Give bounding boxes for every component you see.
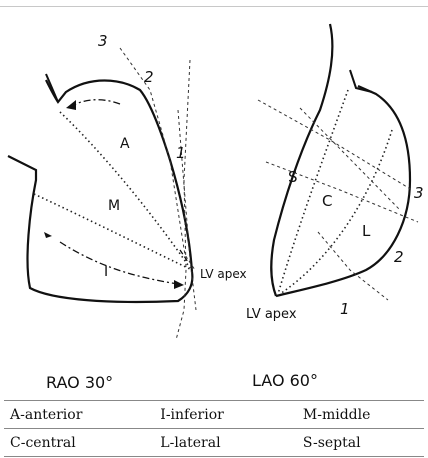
lao-valve-stub — [350, 70, 372, 92]
rao-view — [8, 48, 196, 340]
rao-aorta-stub — [46, 74, 58, 102]
legend-cell-central: C-central — [4, 429, 154, 457]
rao-arrowhead-inferior — [174, 280, 184, 289]
rao-arrow-inferior — [60, 242, 178, 284]
rao-segment-3: 3 — [98, 32, 108, 50]
legend-cell-septal: S-septal — [297, 429, 424, 457]
legend-cell-anterior: A-anterior — [4, 401, 154, 429]
lao-region-s: S — [288, 168, 298, 186]
rao-segment-2: 2 — [144, 68, 154, 86]
lao-dotted-lateral — [280, 130, 392, 294]
lao-lateral-wall — [276, 86, 410, 296]
legend-row: A-anterior I-inferior M-middle — [4, 401, 424, 429]
lao-dashed-line-1 — [258, 100, 412, 190]
rao-region-a: A — [120, 136, 130, 152]
rao-arrow-anterior — [72, 100, 120, 106]
rao-ventricle-outline — [8, 80, 192, 302]
rao-caption: RAO 30° — [46, 373, 113, 392]
rao-arrowhead-anterior — [66, 100, 76, 110]
lao-region-c: C — [322, 192, 332, 210]
legend-cell-middle: M-middle — [297, 401, 424, 429]
lao-segment-3: 3 — [414, 184, 424, 202]
lao-caption: LAO 60° — [252, 371, 318, 390]
legend-row: C-central L-lateral S-septal — [4, 429, 424, 457]
legend-cell-lateral: L-lateral — [154, 429, 297, 457]
rao-apex-label: LV apex — [200, 267, 247, 281]
lao-apex-label: LV apex — [246, 307, 297, 322]
lao-septal-wall — [271, 24, 332, 296]
legend-cell-inferior: I-inferior — [154, 401, 297, 429]
lao-region-l: L — [362, 222, 371, 240]
lao-dashed-line-4 — [318, 232, 388, 300]
legend-table: A-anterior I-inferior M-middle C-central… — [4, 400, 424, 457]
rao-region-m: M — [108, 198, 120, 214]
diagram-canvas: 3 2 1 A M I LV apex RAO 30° S C L 3 2 — [0, 0, 428, 400]
rao-short-arrow — [44, 232, 52, 238]
rao-segment-1: 1 — [176, 144, 186, 162]
lao-segment-1: 1 — [340, 300, 350, 318]
rao-region-i: I — [104, 264, 108, 280]
lao-dashed-line-3 — [300, 108, 400, 210]
lao-segment-2: 2 — [394, 248, 404, 266]
